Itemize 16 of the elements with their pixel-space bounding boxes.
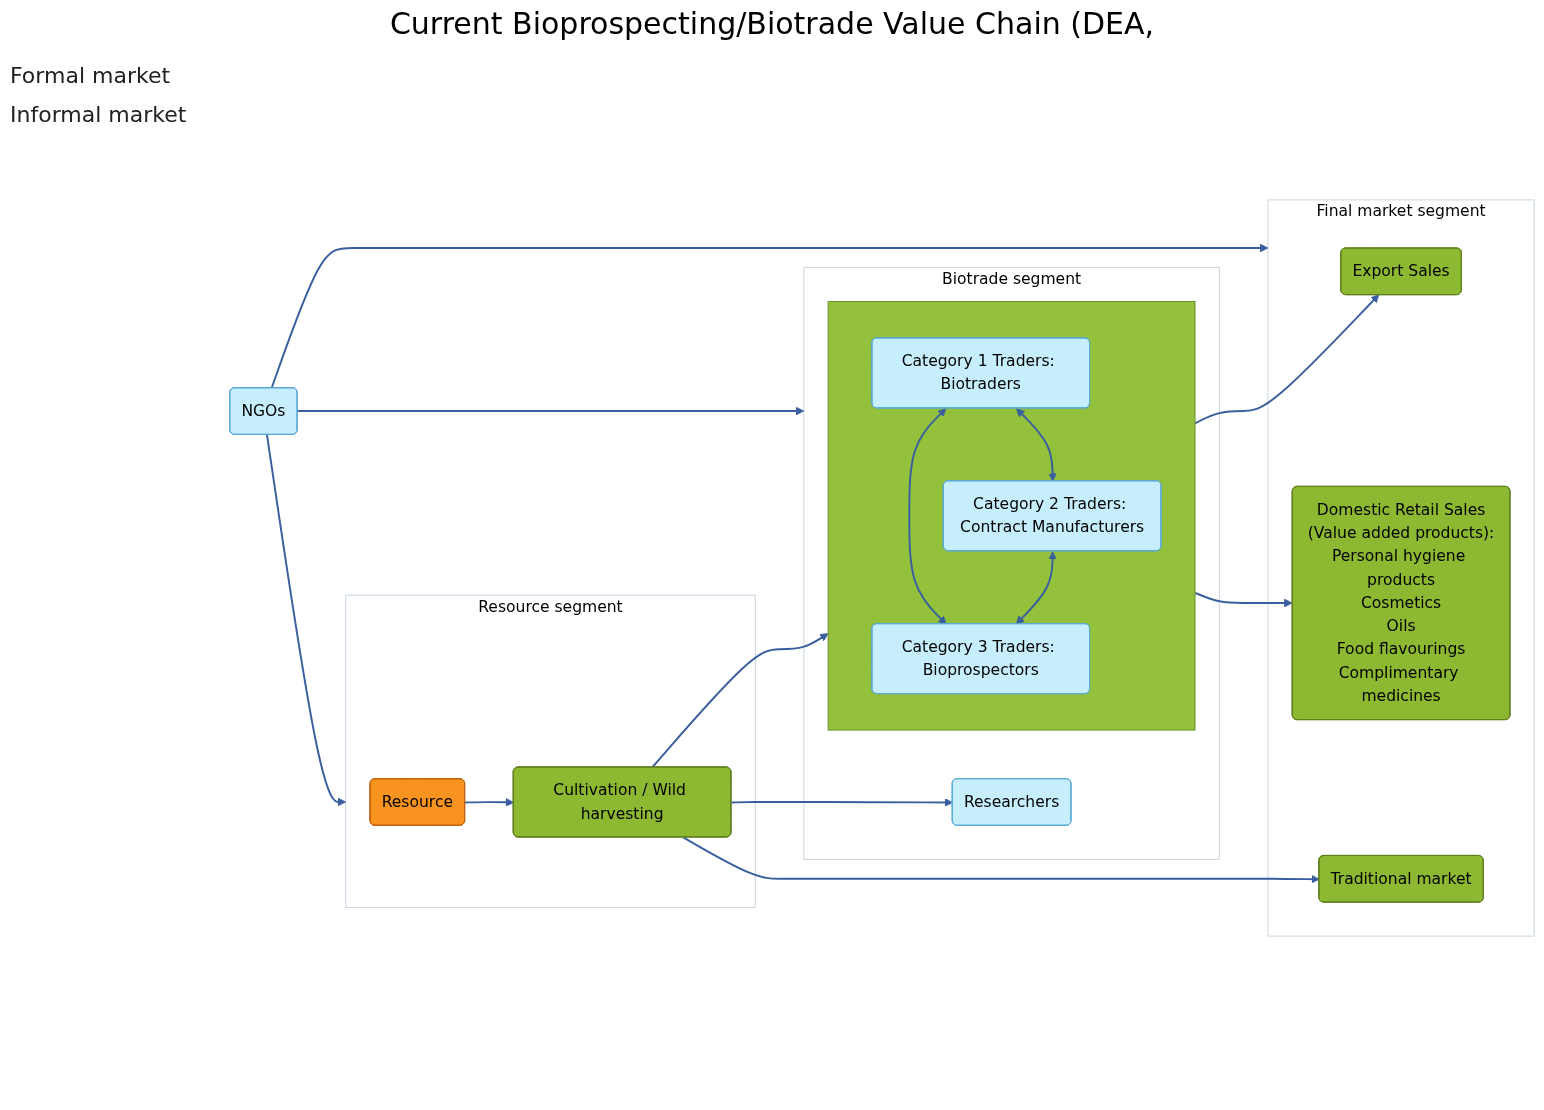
arrow (682, 836, 1320, 884)
market-label: Informal market (10, 102, 187, 127)
arrow (908, 408, 947, 625)
market-label: Formal market (10, 63, 171, 88)
arrow (296, 406, 805, 416)
title: Current Bioprospecting/Biotrade Value Chain (DEA, (388, 6, 1156, 41)
arrow (464, 798, 515, 807)
arrow (265, 433, 347, 807)
arrow (1016, 408, 1057, 482)
arrow (270, 243, 1269, 389)
arrow (1015, 551, 1057, 625)
arrow (730, 798, 954, 807)
arrow (1194, 294, 1380, 425)
arrow (1194, 591, 1293, 608)
arrow (651, 633, 829, 768)
cluster (827, 300, 1196, 731)
